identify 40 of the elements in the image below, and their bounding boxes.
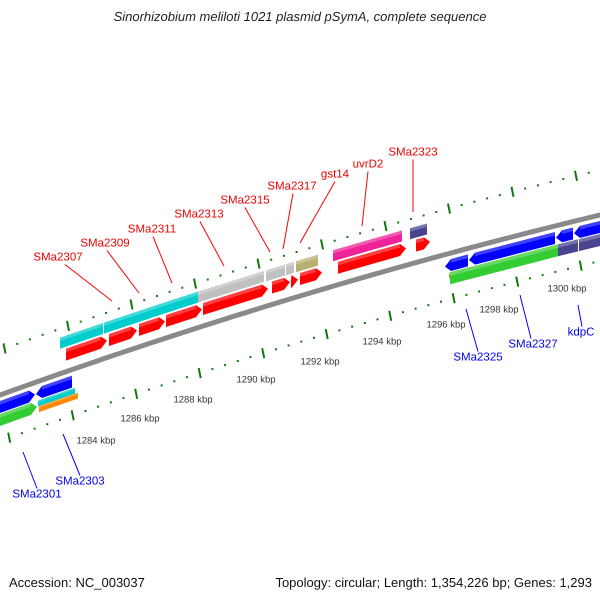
leader-line (106, 250, 140, 294)
leader-line (152, 236, 172, 284)
leader-line (578, 304, 582, 327)
scale-label: 1294 kbp (362, 336, 402, 348)
gene-label: SMa2323 (388, 146, 438, 160)
gene-label: SMa2313 (174, 208, 224, 222)
scale-label: 1284 kbp (76, 436, 116, 446)
gene-label: SMa2315 (220, 194, 270, 208)
diagram-title: Sinorhizobium meliloti 1021 plasmid pSymA, complete sequence (112, 9, 488, 24)
gene-label: SMa2325 (453, 352, 503, 364)
footer-text: Accession: NC_003037 (9, 575, 145, 590)
leader-line (282, 193, 294, 250)
scale-label: 1290 kbp (236, 374, 276, 386)
leader-line (520, 294, 532, 339)
leader-line (200, 221, 224, 266)
gene-label: SMa2317 (267, 180, 317, 194)
leader-line (362, 171, 368, 226)
gene-label: SMa2307 (33, 252, 83, 264)
gene-label: SMa2327 (508, 338, 558, 352)
leader-line (244, 207, 270, 252)
leader-line (64, 264, 112, 302)
scale-label: 1292 kbp (300, 356, 340, 368)
leader-line (22, 452, 38, 489)
footer-text: Topology: circular; Length: 1,354,226 bp; Genes: 1,293 (275, 575, 592, 590)
gene-label: uvrD2 (352, 158, 384, 172)
gene-label: gst14 (320, 168, 350, 182)
scale-label: 1286 kbp (120, 414, 160, 424)
leader-line (300, 181, 336, 244)
leader-line (412, 159, 414, 212)
gene-label: SMa2303 (55, 476, 105, 488)
leader-line (62, 434, 80, 476)
scale-label: 1298 kbp (479, 304, 519, 316)
gene-label: kdpC (568, 326, 594, 340)
scale-label: 1300 kbp (547, 284, 587, 294)
gene-label: SMa2311 (128, 224, 176, 236)
scale-label: 1288 kbp (173, 394, 213, 406)
gene-label: SMa2301 (12, 488, 62, 502)
scale-label: 1296 kbp (426, 320, 466, 330)
leader-line (466, 308, 478, 352)
gene-label: SMa2309 (80, 238, 130, 250)
